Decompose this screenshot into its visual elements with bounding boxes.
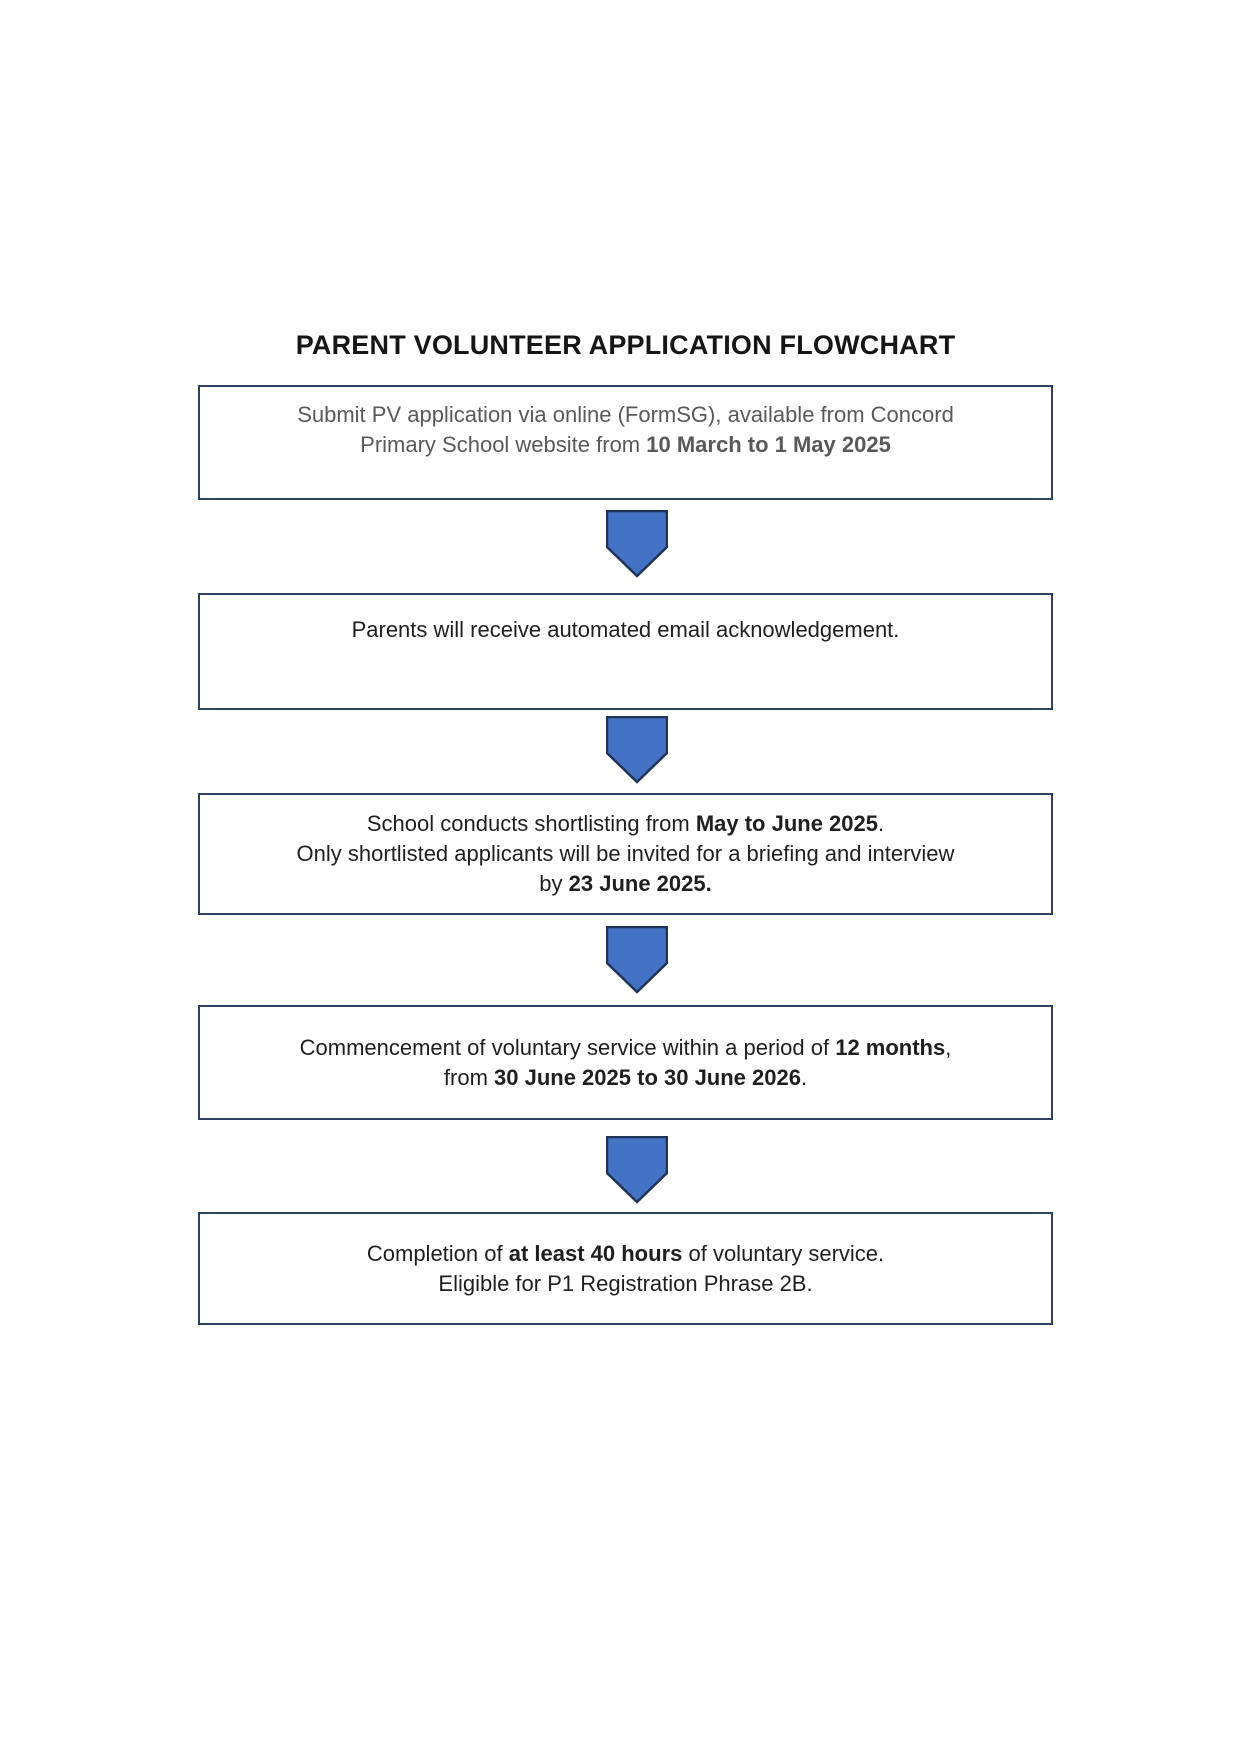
- flow-step-service-commencement: Commencement of voluntary service within…: [198, 1005, 1053, 1120]
- flow-step-text: .: [878, 811, 885, 836]
- flow-step-line: by 23 June 2025.: [200, 869, 1051, 899]
- flow-step-line: Parents will receive automated email ack…: [200, 615, 1051, 645]
- flow-step-line: Submit PV application via online (FormSG…: [200, 400, 1051, 430]
- flow-step-text-bold: at least 40 hours: [508, 1240, 683, 1266]
- flow-step-text: Only shortlisted applicants will be invi…: [296, 841, 955, 866]
- flow-step-line: Primary School website from 10 March to …: [200, 430, 1051, 460]
- flow-step-text: Submit PV application via online (FormSG…: [297, 402, 954, 427]
- flow-step-line: Eligible for P1 Registration Phrase 2B.: [200, 1269, 1051, 1299]
- flow-step-text: .: [800, 1064, 808, 1090]
- flow-step-text: Eligible for P1 Registration Phrase 2B.: [438, 1270, 813, 1296]
- flow-step-text-bold: 30 June 2025 to 30 June 2026: [494, 1064, 801, 1090]
- down-arrow-icon: [606, 716, 668, 784]
- flow-step-text-bold: 10 March to 1 May 2025: [646, 432, 891, 457]
- flow-step-text: Completion of: [366, 1240, 509, 1266]
- flow-step-line: Only shortlisted applicants will be invi…: [200, 839, 1051, 869]
- flow-step-line: Commencement of voluntary service within…: [200, 1033, 1051, 1063]
- flow-step-text: School conducts shortlisting from: [366, 811, 696, 836]
- flow-step-line: Completion of at least 40 hours of volun…: [200, 1239, 1051, 1269]
- flow-step-text: from: [443, 1064, 495, 1090]
- flow-step-service-completion: Completion of at least 40 hours of volun…: [198, 1212, 1053, 1325]
- page-title: PARENT VOLUNTEER APPLICATION FLOWCHART: [295, 330, 956, 360]
- flow-step-text: ,: [945, 1034, 952, 1060]
- flow-step-text-bold: 12 months: [835, 1034, 946, 1060]
- flow-step-submit-application: Submit PV application via online (FormSG…: [198, 385, 1053, 500]
- flow-step-shortlisting-briefing: School conducts shortlisting from May to…: [198, 793, 1053, 915]
- flow-step-text: Commencement of voluntary service within…: [299, 1034, 836, 1060]
- down-arrow-icon: [606, 926, 668, 994]
- flow-step-text-bold: 23 June 2025.: [568, 871, 712, 896]
- down-arrow-icon: [606, 1136, 668, 1204]
- flow-step-text: by: [539, 871, 569, 896]
- flow-step-text: Primary School website from: [360, 432, 647, 457]
- flow-step-text-bold: May to June 2025: [695, 811, 878, 836]
- flow-step-line: from 30 June 2025 to 30 June 2026.: [200, 1063, 1051, 1093]
- flow-step-text: Parents will receive automated email ack…: [351, 617, 900, 642]
- flow-step-email-acknowledgement: Parents will receive automated email ack…: [198, 593, 1053, 710]
- flow-step-line: School conducts shortlisting from May to…: [200, 809, 1051, 839]
- flow-step-text: of voluntary service.: [682, 1240, 885, 1266]
- down-arrow-icon: [606, 510, 668, 578]
